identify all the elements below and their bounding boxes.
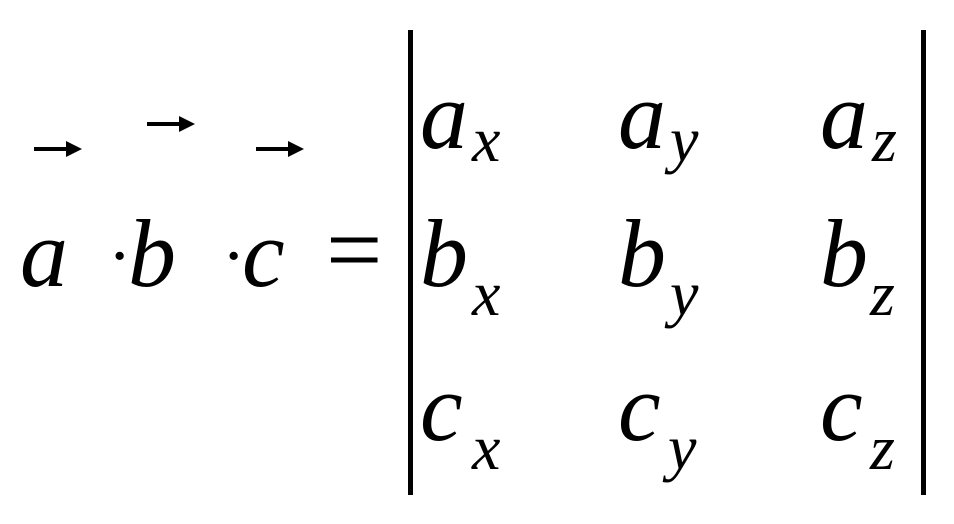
- matrix-sub-3-1: x: [472, 412, 501, 483]
- matrix-cell-3-2: c: [618, 354, 661, 461]
- matrix-sub-2-2: y: [670, 258, 699, 329]
- equals-sign: =: [326, 194, 383, 305]
- matrix-sub-1-1: x: [472, 104, 501, 175]
- matrix-sub-1-2: y: [670, 104, 699, 175]
- vector-b: b: [128, 200, 176, 307]
- matrix-sub-2-1: x: [472, 258, 501, 329]
- matrix-cell-3-1: c: [420, 354, 463, 461]
- vector-a: a: [20, 200, 68, 307]
- matrix-cell-1-1: a: [420, 62, 468, 169]
- matrix-sub-1-3: z: [872, 104, 897, 175]
- vector-arrow-c-icon: [256, 141, 304, 157]
- matrix-cell-1-2: a: [618, 62, 666, 169]
- matrix-cell-2-3: b: [820, 200, 868, 307]
- matrix-sub-3-2: y: [668, 412, 697, 483]
- dot-operator-2: ·: [222, 218, 246, 295]
- dot-operator-1: ·: [108, 218, 132, 295]
- matrix-cell-1-3: a: [820, 62, 868, 169]
- determinant-right-bar: [921, 30, 926, 495]
- determinant-left-bar: [408, 30, 413, 495]
- matrix-cell-3-3: c: [820, 354, 863, 461]
- vector-arrow-b-icon: [147, 116, 195, 132]
- matrix-cell-2-1: b: [420, 200, 468, 307]
- matrix-sub-3-3: z: [870, 412, 895, 483]
- vector-c: c: [242, 200, 285, 307]
- vector-arrow-a-icon: [34, 141, 82, 157]
- matrix-cell-2-2: b: [618, 200, 666, 307]
- matrix-sub-2-3: z: [870, 258, 895, 329]
